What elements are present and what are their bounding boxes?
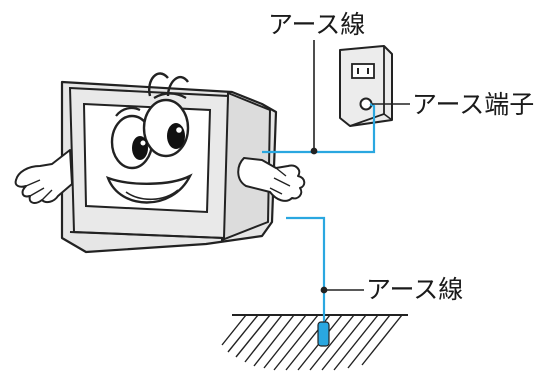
right-pupil <box>167 123 185 149</box>
ground-rod <box>317 321 330 347</box>
label-earth-terminal: アース端子 <box>412 90 535 119</box>
left-ear <box>148 72 169 97</box>
left-pupil <box>132 136 148 160</box>
label-earth-wire-bottom: アース線 <box>366 275 464 304</box>
ground <box>221 314 408 371</box>
label-earth-wire-top: アース線 <box>268 10 366 39</box>
leader-lines <box>310 40 410 294</box>
ground-hatching <box>221 314 403 371</box>
wire-to-terminal <box>262 103 376 154</box>
earth-wires <box>262 103 376 347</box>
outlet-socket <box>351 63 375 79</box>
wire-to-ground <box>286 216 326 336</box>
wall-outlet <box>339 45 393 127</box>
earth-terminal-screw <box>359 97 373 111</box>
left-hand <box>14 149 73 204</box>
right-hand <box>237 157 306 202</box>
